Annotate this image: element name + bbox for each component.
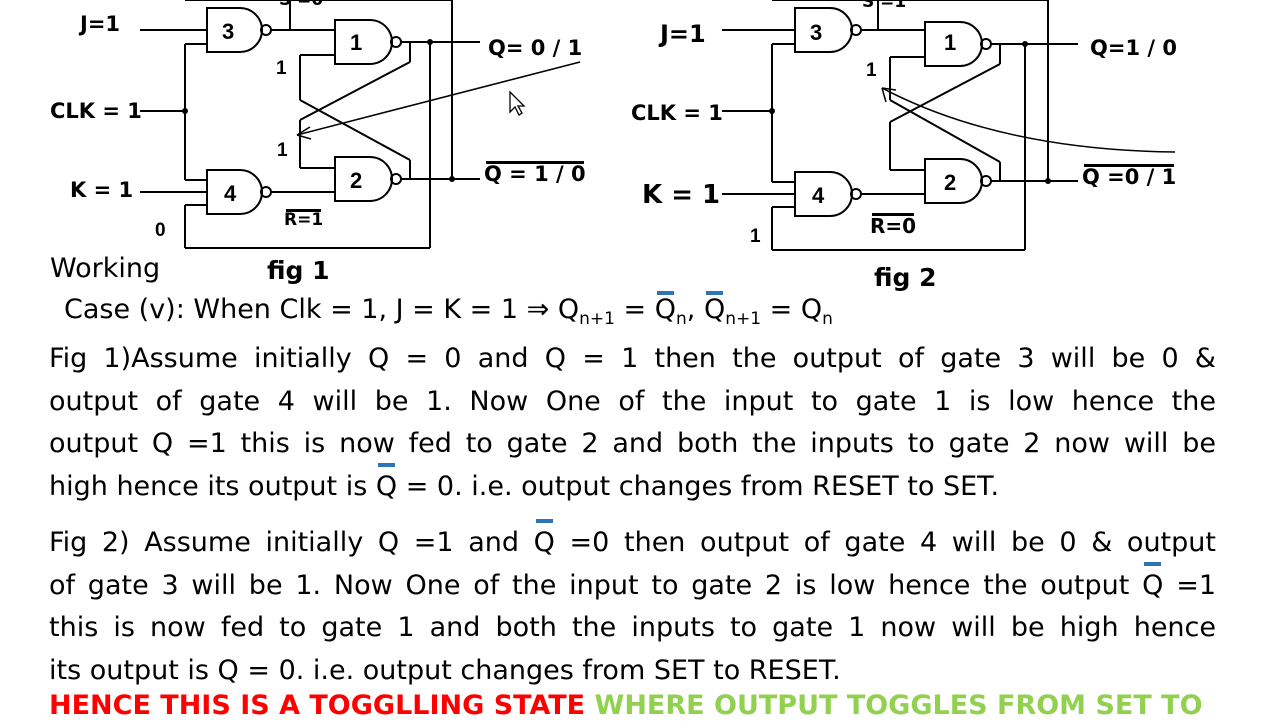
fig2-gate1-label: 1 <box>944 30 956 55</box>
fig2-explanation: Fig 2) Assume initially Q =1 and Q =0 th… <box>49 519 1216 692</box>
fig2-clk-label: CLK = 1 <box>631 101 723 125</box>
fig1-gate3-label: 3 <box>222 19 234 44</box>
fig1-explanation: Fig 1)Assume initially Q = 0 and Q = 1 t… <box>49 338 1216 508</box>
fig2-line-value-top: 1 <box>866 60 877 81</box>
fig1-gate2-label: 2 <box>350 168 362 193</box>
fig2-r-label: R=0 <box>870 213 917 238</box>
circuit-diagrams: 3 4 1 2 1 1 0 3 4 1 2 1 1 <box>140 0 1176 251</box>
fig2-caption: fig 2 <box>874 263 937 292</box>
fig2-q-output-label: Q=1 / 0 <box>1090 36 1177 60</box>
fig1-j-label: J=1 <box>80 12 121 36</box>
fig1-clk-label: CLK = 1 <box>50 99 142 123</box>
fig2-k-gate-value: 1 <box>750 226 761 247</box>
fig2-k-label: K = 1 <box>642 180 721 210</box>
fig1-q-output-label: Q= 0 / 1 <box>488 36 583 60</box>
fig2-s-label: S =1 <box>862 0 906 12</box>
working-label: Working <box>50 253 161 284</box>
fig2-gate3-label: 3 <box>810 20 822 45</box>
fig1-line-value-bottom: 1 <box>277 140 288 161</box>
conclusion-line: HENCE THIS IS A TOGGLLING STATE WHERE OU… <box>49 690 1203 721</box>
mouse-pointer-icon <box>509 90 526 116</box>
fig1-caption: fig 1 <box>267 256 330 285</box>
fig1-line-value-top: 1 <box>276 58 287 79</box>
fig1-s-label: S =0 <box>279 0 324 10</box>
fig1-qbar-output-label: Q = 1 / 0 <box>484 161 586 186</box>
fig2-qbar-output-label: Q =0 / 1 <box>1082 164 1177 189</box>
fig2-j-label: J=1 <box>660 20 706 48</box>
fig1-k-label: K = 1 <box>70 178 134 202</box>
fig1-gate1-label: 1 <box>350 30 362 55</box>
fig2-gate4-label: 4 <box>812 183 825 208</box>
fig1-k-gate-value: 0 <box>155 220 166 241</box>
fig1-r-label: R=1 <box>284 209 324 230</box>
fig1-gate4-label: 4 <box>224 181 237 206</box>
case-equation: Case (v): When Clk = 1, J = K = 1 ⇒ Qn+1… <box>64 291 833 329</box>
fig2-gate2-label: 2 <box>944 170 956 195</box>
